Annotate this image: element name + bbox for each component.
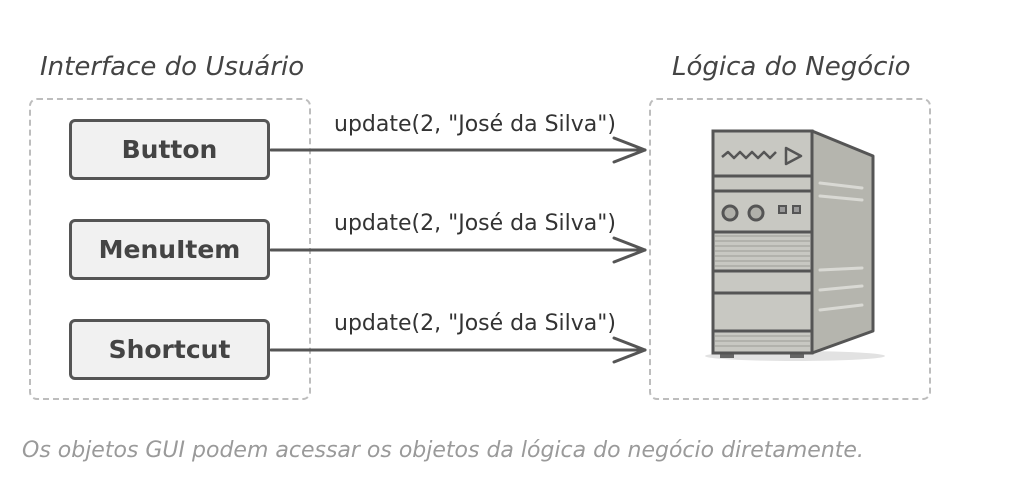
server-icon <box>705 129 885 361</box>
call-label-1: update(2, "José da Silva") <box>334 112 616 137</box>
arrow-3 <box>269 336 647 364</box>
arrow-2 <box>269 236 647 264</box>
call-label-3: update(2, "José da Silva") <box>334 311 616 336</box>
business-group-title: Lógica do Negócio <box>672 52 911 82</box>
arrow-1 <box>269 136 647 164</box>
shortcut-box: Shortcut <box>69 319 270 380</box>
caption: Os objetos GUI podem acessar os objetos … <box>22 438 864 463</box>
call-label-2: update(2, "José da Silva") <box>334 211 616 236</box>
button-box: Button <box>69 119 270 180</box>
arrows <box>269 136 647 364</box>
menuitem-box: MenuItem <box>69 219 270 280</box>
ui-group-title: Interface do Usuário <box>40 52 305 82</box>
business-group-border <box>649 98 931 400</box>
